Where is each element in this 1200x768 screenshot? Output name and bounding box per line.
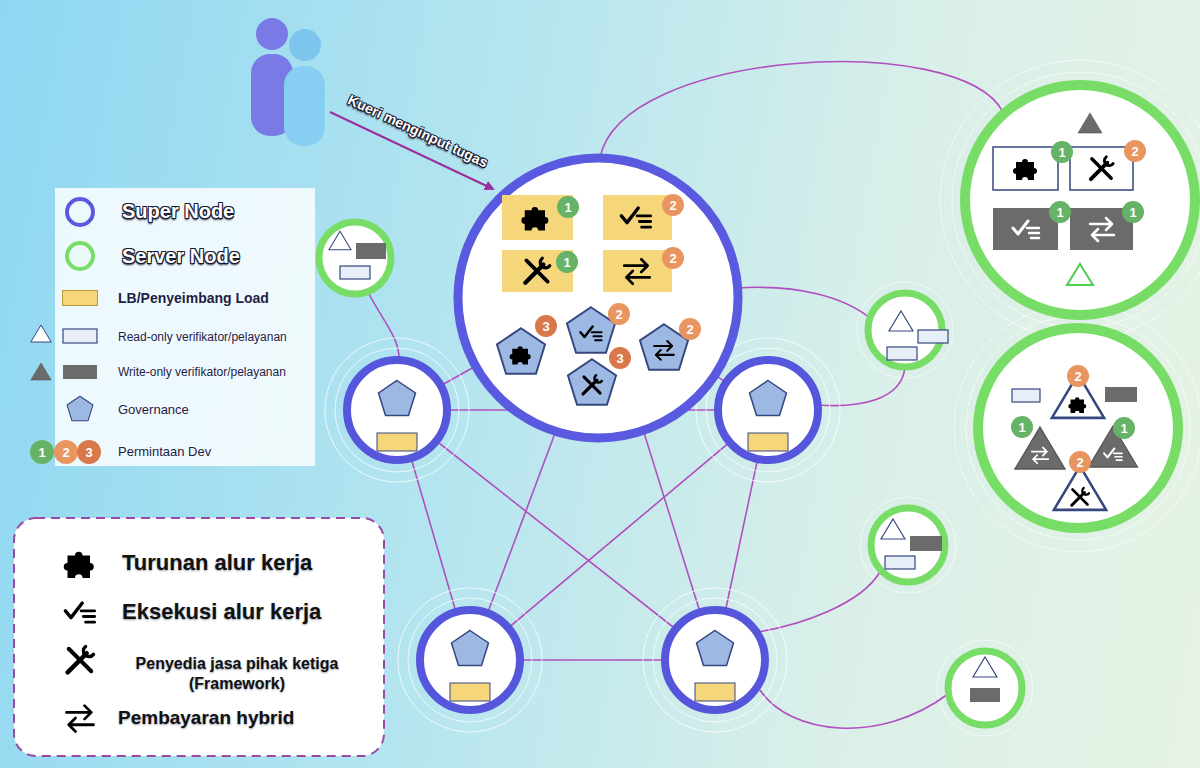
- callout-number: 1: [563, 256, 570, 269]
- callout-badge: 1: [1049, 201, 1071, 223]
- callout-badge: 2: [1067, 365, 1089, 387]
- callout-number: 3: [616, 352, 623, 365]
- legend-text: Governance: [118, 402, 189, 417]
- callout-badge: 1: [1051, 141, 1073, 163]
- callout-number: 3: [85, 446, 92, 459]
- callout-badge: 2: [1069, 451, 1091, 473]
- callout-badge: 1: [1011, 416, 1033, 438]
- callout-number: 2: [615, 308, 622, 321]
- arrow-label: Kueri menginput tugas: [346, 92, 491, 171]
- callout-number: 2: [62, 446, 69, 459]
- big-server-node: [965, 85, 1195, 528]
- users-icon: [251, 18, 325, 146]
- callout-badge: 2: [662, 194, 684, 216]
- callout-number: 3: [542, 320, 549, 333]
- callout-badge: 2: [1124, 140, 1146, 162]
- network-wires: [368, 62, 1003, 729]
- server-node: [319, 222, 1022, 725]
- legend-sample-badge: 1: [30, 440, 54, 464]
- callout-badge: 1: [1122, 201, 1144, 223]
- callout-number: 1: [1056, 206, 1063, 219]
- legend-sample-badge: 3: [77, 440, 101, 464]
- legend-text: Super Node: [122, 200, 234, 223]
- main-super-node: [458, 158, 738, 438]
- legend-swatch: [62, 290, 98, 306]
- legend-text: Pembayaran hybrid: [118, 707, 294, 729]
- legend-text: Read-only verifikator/pelayanan: [118, 330, 287, 344]
- legend-text: Penyedia jasa pihak ketiga (Framework): [112, 654, 362, 694]
- callout-number: 1: [1018, 421, 1025, 434]
- callout-badge: 2: [608, 303, 630, 325]
- callout-badge: 1: [557, 196, 579, 218]
- callout-number: 2: [1074, 370, 1081, 383]
- legend-text: Server Node: [122, 245, 240, 268]
- icon-legend-panel: [14, 518, 384, 756]
- legend-text: Eksekusi alur kerja: [122, 599, 321, 625]
- legend-text: Permintaan Dev: [118, 444, 211, 459]
- callout-badge: 2: [679, 318, 701, 340]
- callout-number: 2: [686, 323, 693, 336]
- legend-sample-badge: 2: [54, 440, 78, 464]
- callout-number: 1: [1120, 422, 1127, 435]
- callout-number: 1: [1129, 206, 1136, 219]
- legend-text: Write-only verifikator/pelayanan: [118, 365, 286, 379]
- legend-text: Turunan alur kerja: [122, 550, 312, 576]
- callout-number: 1: [38, 446, 45, 459]
- callout-number: 1: [564, 201, 571, 214]
- callout-badge: 3: [609, 347, 631, 369]
- legend-text: LB/Penyeimbang Load: [118, 290, 269, 306]
- callout-number: 2: [1076, 456, 1083, 469]
- legend-panel: [31, 188, 315, 466]
- callout-badge: 2: [662, 247, 684, 269]
- callout-badge: 1: [1113, 417, 1135, 439]
- callout-number: 1: [1058, 146, 1065, 159]
- callout-badge: 3: [535, 315, 557, 337]
- callout-badge: 1: [556, 251, 578, 273]
- callout-number: 2: [669, 252, 676, 265]
- callout-number: 2: [669, 199, 676, 212]
- callout-number: 2: [1131, 145, 1138, 158]
